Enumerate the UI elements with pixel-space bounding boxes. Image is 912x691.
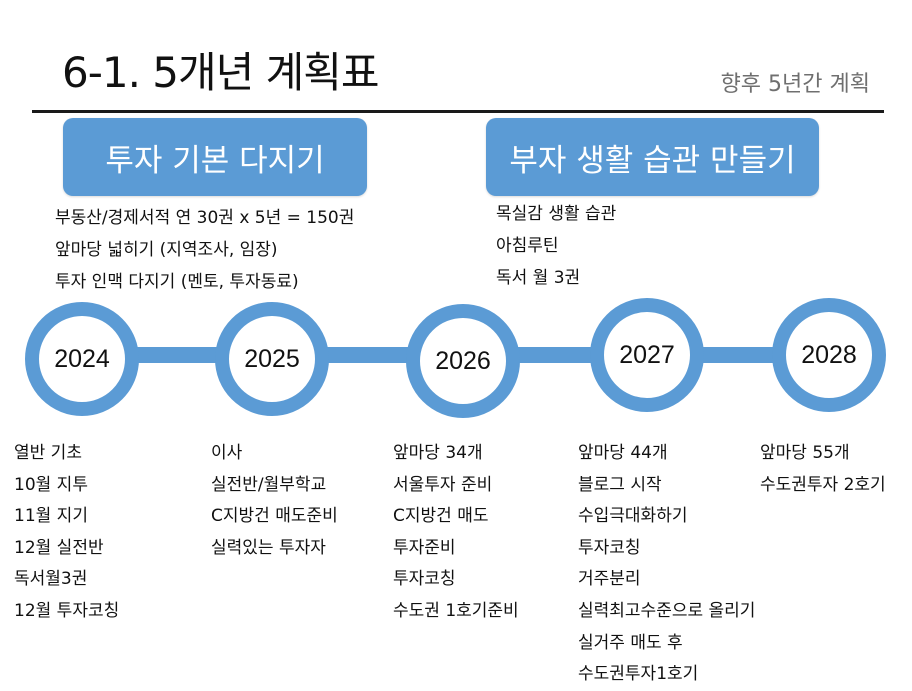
year-label: 2028 xyxy=(801,340,857,369)
plan-item: 앞마당 34개 xyxy=(393,443,483,463)
banner-investment-basics: 투자 기본 다지기 xyxy=(63,118,367,196)
plan-item: 투자준비 xyxy=(393,537,456,558)
goal-item: 독서 월 3권 xyxy=(496,268,581,288)
plan-item: 거주분리 xyxy=(578,569,641,590)
plan-item: 열반 기초 xyxy=(14,443,82,463)
year-2027-items: 앞마당 44개 블로그 시작 수입극대화하기 투자코칭 거주분리 실력최고수준으… xyxy=(578,438,755,691)
plan-item: 12월 실전반 xyxy=(14,537,104,558)
banner-wealthy-habits: 부자 생활 습관 만들기 xyxy=(486,118,819,196)
plan-item: 서울투자 준비 xyxy=(393,474,493,495)
title-divider xyxy=(32,110,884,113)
plan-item: C지방건 매도 xyxy=(393,506,489,527)
year-label: 2027 xyxy=(619,340,675,369)
plan-item: 투자코칭 xyxy=(578,537,641,558)
banner-wealthy-habits-label: 부자 생활 습관 만들기 xyxy=(509,142,796,179)
plan-item: 이사 xyxy=(211,443,243,463)
plan-item: 12월 투자코칭 xyxy=(14,600,120,621)
plan-item: 실전반/월부학교 xyxy=(211,474,327,495)
plan-item: C지방건 매도준비 xyxy=(211,506,338,527)
plan-item: 블로그 시작 xyxy=(578,474,662,495)
plan-item: 실력있는 투자자 xyxy=(211,537,326,558)
timeline: 2024 2025 2026 2027 2028 xyxy=(0,298,912,430)
goal-item: 아침루틴 xyxy=(496,236,559,256)
year-label: 2025 xyxy=(244,344,300,373)
goal-item: 앞마당 넓히기 (지역조사, 임장) xyxy=(55,240,278,260)
year-2026-items: 앞마당 34개 서울투자 준비 C지방건 매도 투자준비 투자코칭 수도권 1호… xyxy=(393,438,519,628)
plan-item: 실거주 매도 후 xyxy=(578,632,683,653)
year-node-2028: 2028 xyxy=(772,298,886,412)
plan-item: 독서월3권 xyxy=(14,569,88,590)
plan-item: 수도권투자1호기 xyxy=(578,664,699,685)
year-node-2025: 2025 xyxy=(215,302,329,416)
page-title: 6-1. 5개년 계획표 xyxy=(62,48,380,97)
year-label: 2024 xyxy=(54,344,110,373)
plan-item: 수입극대화하기 xyxy=(578,506,688,527)
year-2024-items: 열반 기초 10월 지투 11월 지기 12월 실전반 독서월3권 12월 투자… xyxy=(14,438,119,628)
plan-item: 앞마당 55개 xyxy=(760,443,850,463)
plan-item: 10월 지투 xyxy=(14,474,88,495)
plan-item: 실력최고수준으로 올리기 xyxy=(578,600,756,621)
plan-item: 투자코칭 xyxy=(393,569,456,590)
plan-item: 앞마당 44개 xyxy=(578,443,668,463)
goals-list-left: 부동산/경제서적 연 30권 x 5년 = 150권 앞마당 넓히기 (지역조사… xyxy=(55,202,354,298)
goal-item: 부동산/경제서적 연 30권 x 5년 = 150권 xyxy=(55,208,355,228)
page-subtitle: 향후 5년간 계획 xyxy=(720,72,870,97)
banner-investment-basics-label: 투자 기본 다지기 xyxy=(105,142,325,179)
plan-item: 수도권투자 2호기 xyxy=(760,474,886,495)
year-2025-items: 이사 실전반/월부학교 C지방건 매도준비 실력있는 투자자 xyxy=(211,438,338,564)
goal-item: 목실감 생활 습관 xyxy=(496,204,617,224)
plan-item: 수도권 1호기준비 xyxy=(393,600,519,621)
goal-item: 투자 인맥 다지기 (멘토, 투자동료) xyxy=(55,272,299,292)
year-node-2024: 2024 xyxy=(25,302,139,416)
year-label: 2026 xyxy=(435,346,491,375)
year-2028-items: 앞마당 55개 수도권투자 2호기 xyxy=(760,438,886,501)
year-node-2027: 2027 xyxy=(590,298,704,412)
year-node-2026: 2026 xyxy=(406,304,520,418)
plan-item: 11월 지기 xyxy=(14,506,88,527)
goals-list-right: 목실감 생활 습관 아침루틴 독서 월 3권 xyxy=(496,198,616,294)
